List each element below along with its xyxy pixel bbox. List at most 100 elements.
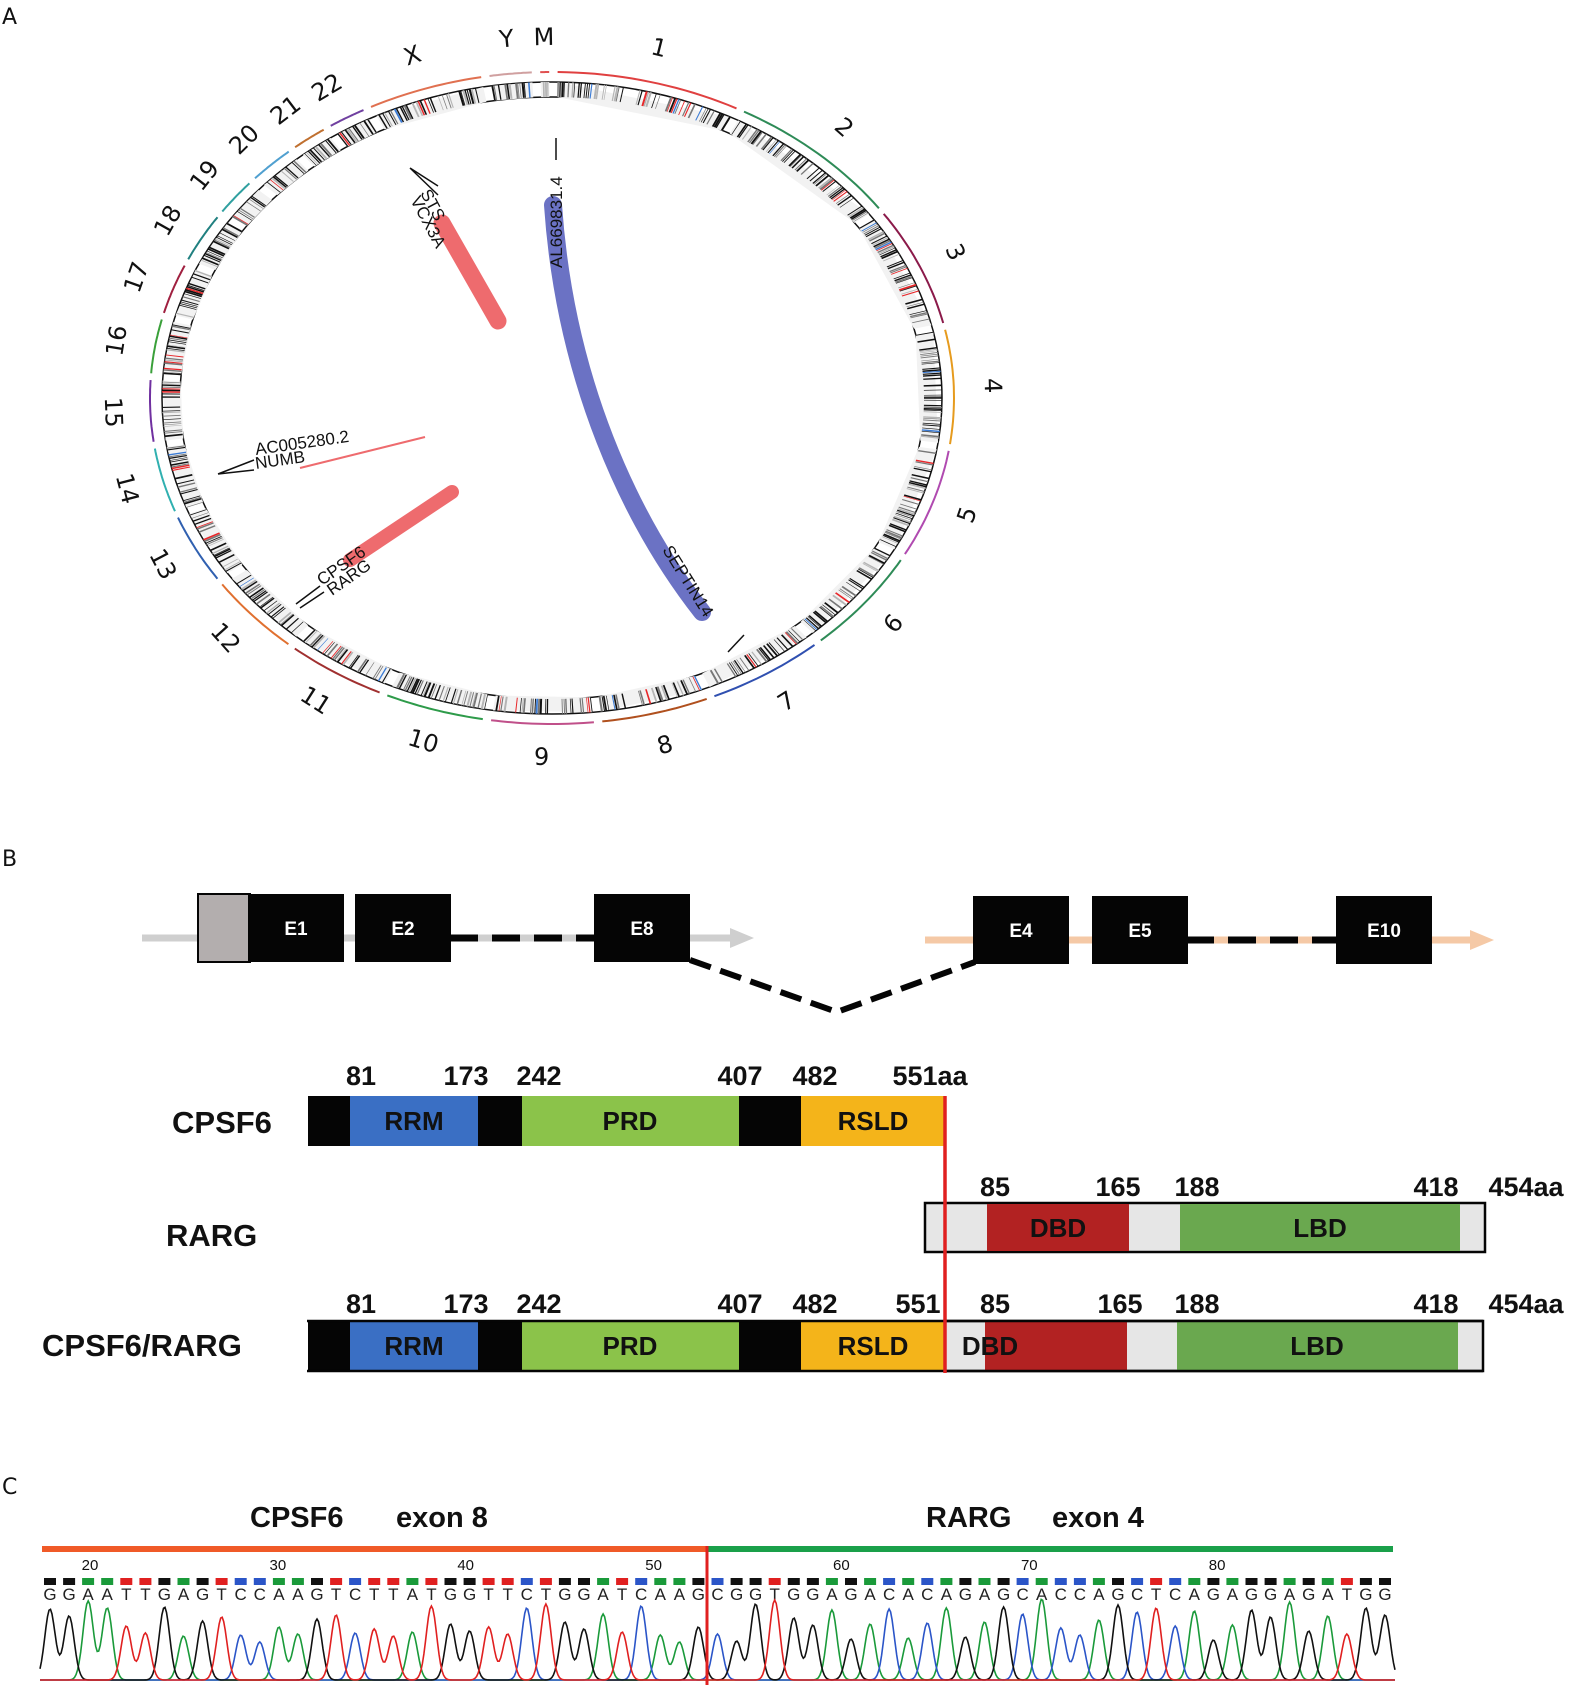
chromosome-band-6 xyxy=(863,561,880,572)
chromosome-band-10 xyxy=(463,691,469,706)
tick-septin14 xyxy=(727,634,745,653)
quality-bar xyxy=(1207,1578,1220,1585)
fusion-pos-85: 85 xyxy=(980,1289,1010,1319)
chromosome-band-X xyxy=(378,114,388,129)
chromosome-band-5 xyxy=(891,518,910,527)
base-call: G xyxy=(692,1585,705,1604)
chromosome-band-X xyxy=(399,106,408,121)
chromosome-band-4 xyxy=(923,406,942,409)
base-call: T xyxy=(1151,1585,1161,1604)
chromosome-band-3 xyxy=(901,290,920,297)
cpsf6-pos-81: 81 xyxy=(346,1061,376,1091)
chromosome-label-12: 12 xyxy=(205,617,246,658)
chromosome-band-12 xyxy=(250,589,266,600)
chromosome-band-13 xyxy=(203,532,220,541)
chromosome-band-15 xyxy=(162,393,181,395)
quality-bar xyxy=(1283,1578,1296,1585)
chromosome-band-21 xyxy=(309,149,323,163)
fusion-lbd-domain xyxy=(1177,1322,1458,1370)
chromosome-band-18 xyxy=(201,257,219,266)
chromosome-band-13 xyxy=(215,549,232,559)
chromosome-band-X xyxy=(458,90,465,106)
chromosome-band-6 xyxy=(822,604,836,616)
chromosome-band-14 xyxy=(170,458,188,463)
chromosome-band-2 xyxy=(819,178,834,190)
quality-bar xyxy=(158,1578,171,1585)
base-call: T xyxy=(483,1585,493,1604)
chromosome-band-21 xyxy=(326,138,339,153)
chromosome-band-22 xyxy=(339,132,351,146)
ideogram-bands xyxy=(162,82,942,714)
chromosome-band-16 xyxy=(167,344,186,348)
chromosome-band-12 xyxy=(236,574,252,585)
seq-position-70: 70 xyxy=(1021,1557,1038,1574)
quality-bar xyxy=(539,1578,552,1585)
chromosome-band-3 xyxy=(901,288,919,295)
chromosome-band-6 xyxy=(868,554,885,565)
chromosome-band-1 xyxy=(635,90,641,105)
chromosome-band-17 xyxy=(185,287,204,295)
chromosome-band-3 xyxy=(868,232,886,242)
base-call: G xyxy=(806,1585,819,1604)
cpsf6-prd-label: PRD xyxy=(603,1106,658,1136)
base-call: G xyxy=(463,1585,476,1604)
chromosome-band-16 xyxy=(168,339,187,344)
chromosome-band-1 xyxy=(664,96,673,112)
chromosome-band-10 xyxy=(452,689,459,704)
cpsf6-utr-block xyxy=(197,893,251,963)
chromosome-band-7 xyxy=(709,669,720,685)
chromosome-body-19 xyxy=(232,189,273,226)
chromosome-band-10 xyxy=(461,690,467,706)
chromosome-band-21 xyxy=(306,152,319,165)
base-call: T xyxy=(121,1585,131,1604)
chromosome-band-20 xyxy=(269,179,284,191)
chromosome-band-3 xyxy=(889,264,907,273)
chromosome-band-3 xyxy=(873,238,890,248)
chromosome-band-3 xyxy=(871,235,888,245)
chromosome-band-2 xyxy=(826,184,841,196)
ideogram-outer-edge xyxy=(161,81,943,715)
base-call: G xyxy=(577,1585,590,1604)
chromosome-band-12 xyxy=(260,597,275,609)
chromosome-band-18 xyxy=(226,222,243,233)
chromosome-band-9 xyxy=(561,698,563,714)
chromosome-band-X xyxy=(462,90,469,106)
chromosome-band-14 xyxy=(167,446,186,451)
chromosome-band-22 xyxy=(353,124,365,139)
chromosome-band-13 xyxy=(224,561,241,571)
chromosome-band-2 xyxy=(815,174,830,187)
fusion-pos-454aa: 454aa xyxy=(1488,1289,1564,1319)
chromosome-band-13 xyxy=(198,525,216,533)
chromosome-band-6 xyxy=(804,618,818,631)
rarg-axis-arrow xyxy=(1470,930,1494,950)
chromosome-band-6 xyxy=(868,556,884,565)
chromosome-band-Y xyxy=(491,85,496,101)
chromosome-band-2 xyxy=(769,141,781,154)
chromosome-band-17 xyxy=(181,299,199,306)
fusion-lbd-label: LBD xyxy=(1290,1331,1343,1361)
chromosome-band-15 xyxy=(162,389,181,392)
chromosome-band-13 xyxy=(218,554,235,564)
panel-label-c: C xyxy=(2,1475,17,1500)
quality-bar xyxy=(1226,1578,1239,1585)
chromosome-band-7 xyxy=(762,645,775,659)
chromosome-band-16 xyxy=(164,361,183,364)
rarg-pos-454aa: 454aa xyxy=(1488,1172,1564,1202)
chromosome-band-19 xyxy=(251,195,267,207)
chromosome-band-7 xyxy=(780,634,794,648)
rarg-region-bar xyxy=(707,1546,1393,1552)
chromosome-band-2 xyxy=(736,123,748,138)
chromosome-band-18 xyxy=(205,252,223,260)
base-call: T xyxy=(426,1585,436,1604)
chromosome-band-18 xyxy=(200,259,218,267)
quality-bars xyxy=(44,1578,1391,1585)
chromosome-band-X xyxy=(441,94,448,110)
chromosome-label-11: 11 xyxy=(295,681,336,721)
chromosome-band-5 xyxy=(882,534,900,543)
chromosome-band-1 xyxy=(643,91,650,107)
chromosome-band-3 xyxy=(890,267,908,275)
quality-bar xyxy=(406,1578,419,1585)
base-call: G xyxy=(730,1585,743,1604)
chromosome-band-15 xyxy=(162,418,181,421)
chromosome-band-3 xyxy=(862,223,878,233)
